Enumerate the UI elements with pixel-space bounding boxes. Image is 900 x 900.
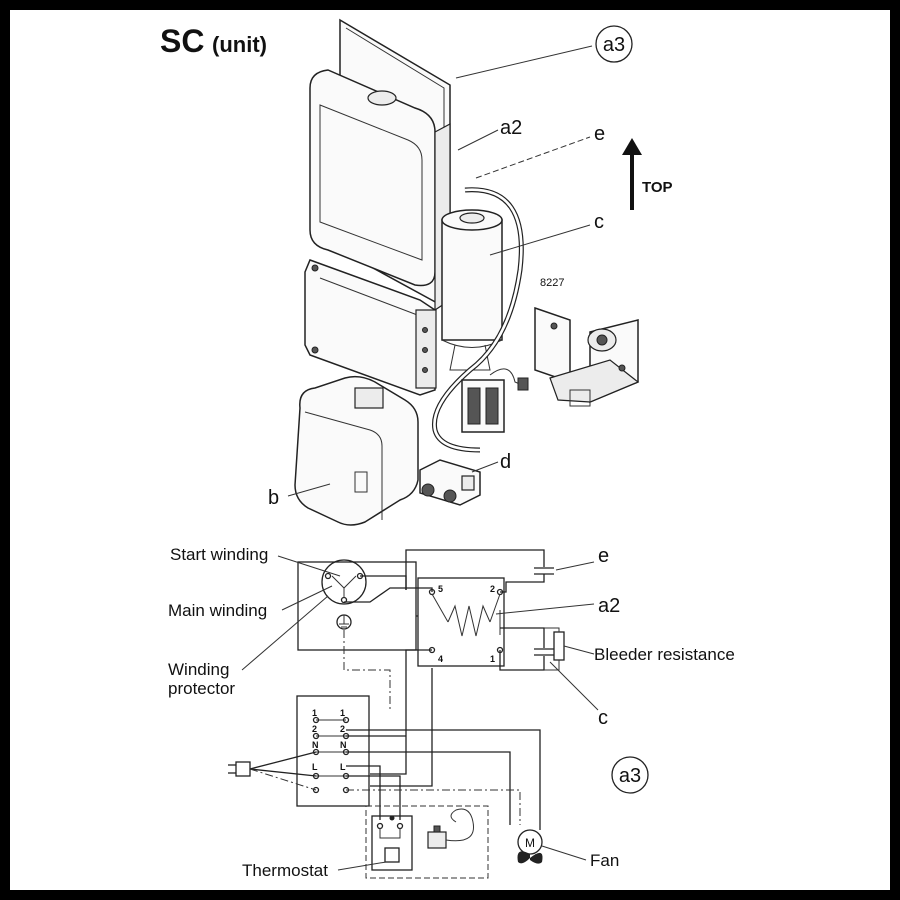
label-b: b bbox=[268, 487, 279, 509]
top-label: TOP bbox=[642, 179, 673, 196]
schematic-label-e: e bbox=[598, 545, 609, 567]
tb-2-right: 2 bbox=[340, 724, 345, 734]
fan-motor-symbol: M bbox=[525, 836, 535, 850]
relay-terminal-1: 1 bbox=[490, 654, 495, 664]
label-a2: a2 bbox=[500, 117, 522, 139]
schematic-label-a3: a3 bbox=[619, 765, 641, 787]
label-winding-protector-1: Winding bbox=[168, 660, 229, 679]
label-winding-protector-2: protector bbox=[168, 679, 235, 698]
figure-number: 8227 bbox=[540, 277, 564, 289]
relay-terminal-4: 4 bbox=[438, 654, 443, 664]
label-bleeder-resistance: Bleeder resistance bbox=[594, 645, 735, 664]
tb-1-left: 1 bbox=[312, 708, 317, 718]
label-a3-badge: a3 bbox=[595, 25, 633, 63]
label-fan: Fan bbox=[590, 851, 619, 870]
schematic-label-a2: a2 bbox=[598, 595, 620, 617]
tb-n-right: N bbox=[340, 740, 347, 750]
label-c: c bbox=[594, 211, 604, 233]
label-main-winding: Main winding bbox=[168, 601, 267, 620]
label-a3: a3 bbox=[603, 34, 625, 56]
title-sub: (unit) bbox=[212, 32, 267, 57]
tb-1-right: 1 bbox=[340, 708, 345, 718]
fan-blades-icon bbox=[517, 851, 543, 864]
label-thermostat: Thermostat bbox=[242, 861, 328, 880]
tb-l-right: L bbox=[340, 762, 346, 772]
relay-terminal-2: 2 bbox=[490, 584, 495, 594]
diagram-frame: SC (unit) TOP bbox=[10, 10, 890, 890]
label-e: e bbox=[594, 123, 605, 145]
wiring-schematic: 5 2 4 1 1 bbox=[228, 549, 649, 879]
thermostat-sensor-icon bbox=[427, 808, 474, 849]
label-d: d bbox=[500, 451, 511, 473]
title-main: SC bbox=[160, 23, 204, 59]
label-start-winding: Start winding bbox=[170, 545, 268, 564]
relay-terminal-5: 5 bbox=[438, 584, 443, 594]
unit-exploded-view bbox=[294, 18, 640, 526]
schematic-label-c: c bbox=[598, 707, 608, 729]
top-arrow-icon bbox=[622, 138, 642, 210]
mains-plug-icon bbox=[228, 761, 251, 777]
tb-l-left: L bbox=[312, 762, 318, 772]
tb-n-left: N bbox=[312, 740, 319, 750]
diagram-canvas: SC (unit) TOP bbox=[160, 18, 735, 880]
tb-2-left: 2 bbox=[312, 724, 317, 734]
